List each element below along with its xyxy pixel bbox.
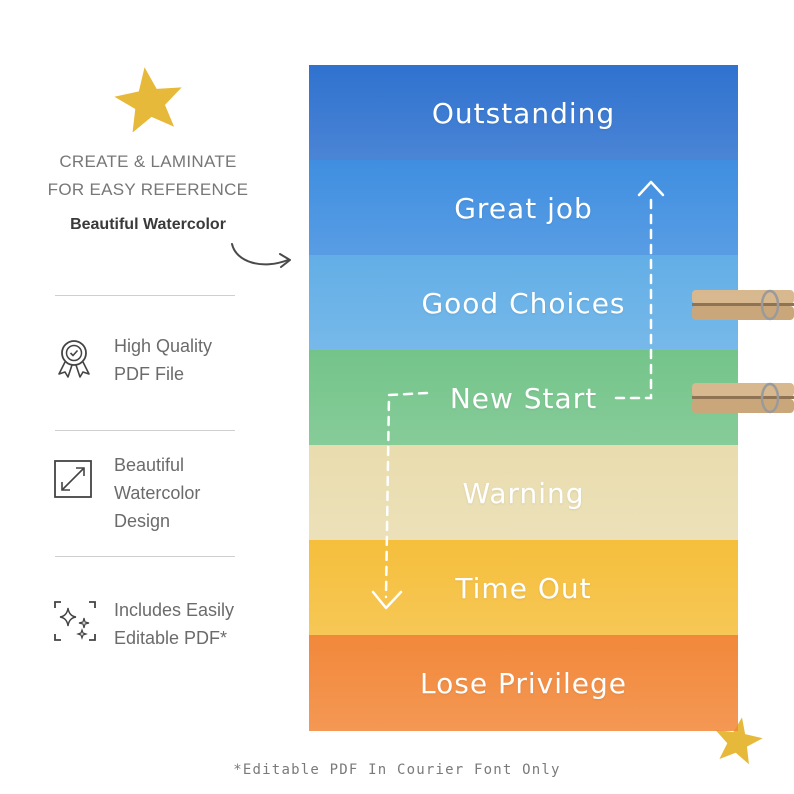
feature-text: Beautiful Watercolor Design: [114, 451, 284, 535]
gold-star-icon: [715, 717, 763, 765]
feature-text-line: Beautiful: [114, 455, 185, 475]
feature-text-line: Editable PDF*: [114, 628, 228, 648]
chart-band-label: Lose Privilege: [420, 666, 627, 700]
chart-band-label: Good Choices: [421, 286, 626, 320]
heading-line-1: CREATE & LAMINATE: [59, 152, 237, 171]
divider: [55, 556, 235, 557]
feature-text-line: Includes Easily: [114, 600, 235, 620]
chart-band-label: Great job: [454, 191, 593, 225]
chart-band: Time Out: [309, 540, 738, 636]
chart-band: Good Choices: [309, 255, 738, 351]
feature-text-line: Watercolor: [114, 483, 201, 503]
feature-text: Includes Easily Editable PDF*: [114, 596, 284, 652]
chart-band-label: New Start: [449, 381, 598, 415]
sub-heading: Beautiful Watercolor: [70, 216, 226, 233]
award-ribbon-icon: [58, 340, 90, 378]
feature-text-line: PDF File: [114, 364, 185, 384]
feature-text-line: High Quality: [114, 336, 213, 356]
chart-band-label: Warning: [462, 476, 585, 510]
chart-band-label: Time Out: [455, 571, 592, 605]
divider: [55, 295, 235, 296]
sparkle-frame-icon: [54, 601, 96, 641]
heading-line-2: FOR EASY REFERENCE: [47, 180, 249, 199]
chart-band: New Start: [309, 350, 738, 446]
feature-text-line: Design: [114, 511, 171, 531]
feature-panel: CREATE & LAMINATE FOR EASY REFERENCE Bea…: [0, 0, 300, 794]
gold-star-icon: [114, 67, 182, 132]
chart-band-label: Outstanding: [431, 96, 616, 130]
feature-text: High Quality PDF File: [114, 332, 284, 388]
curved-arrow-icon: [231, 243, 291, 268]
clothespin-icon: [692, 289, 794, 321]
chart-band: Lose Privilege: [309, 635, 738, 731]
chart-band: Great job: [309, 160, 738, 256]
resize-diagonal-icon: [54, 460, 92, 498]
divider: [55, 430, 235, 431]
footnote: *Editable PDF In Courier Font Only: [233, 762, 561, 778]
clothespin-icon: [692, 382, 794, 414]
chart-band: Outstanding: [309, 65, 738, 161]
chart-band: Warning: [309, 445, 738, 541]
